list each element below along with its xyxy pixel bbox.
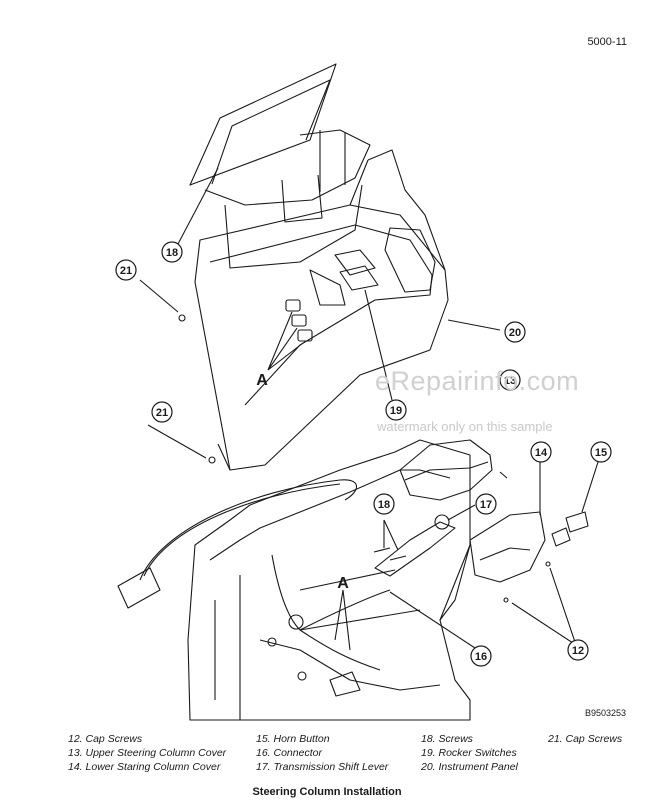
legend-item: 18. Screws (421, 733, 473, 745)
legend-column-2: 15. Horn Button 16. Connector 17. Transm… (256, 732, 388, 774)
callout-14: 14 (535, 447, 548, 459)
instrument-cover-lid (189, 63, 371, 269)
callout-18-top: 18 (166, 247, 178, 259)
callout-20: 20 (509, 327, 521, 339)
callout-19: 19 (390, 405, 402, 417)
callout-18-top-circle (161, 241, 183, 263)
callout-14-circle (530, 441, 552, 463)
letter-a-bottom: A (337, 575, 349, 592)
legend-item: 16. Connector (256, 747, 322, 759)
callout-17-circle (475, 493, 497, 515)
figure-caption: Steering Column Installation (252, 786, 402, 798)
callout-12: 12 (572, 645, 584, 657)
callout-13-circle (499, 369, 521, 391)
exploded-view-illustration: 18 21 21 20 19 13 14 15 18 17 16 12 A A (115, 63, 612, 721)
legend-column-3: 18. Screws 19. Rocker Switches 20. Instr… (421, 732, 518, 774)
callout-21-top: 21 (120, 265, 132, 277)
callout-21-bottom-circle (151, 401, 173, 423)
callout-circles (115, 241, 612, 667)
callout-21-bottom: 21 (156, 407, 168, 419)
wire-harness (117, 479, 391, 671)
callout-15-circle (590, 441, 612, 463)
watermark-note: watermark only on this sample (377, 419, 553, 434)
legend-item: 14. Lower Staring Column Cover (68, 761, 221, 773)
figure-code: B9503253 (584, 708, 626, 718)
legend-item: 13. Upper Steering Column Cover (68, 747, 227, 759)
panel-connectors (285, 299, 313, 342)
callout-20-circle (504, 321, 526, 343)
callout-12-circle (567, 639, 589, 661)
legend-item: 12. Cap Screws (68, 733, 143, 745)
lower-steering-column-cover (469, 511, 546, 583)
callout-17: 17 (480, 499, 492, 511)
legend-item: 17. Transmission Shift Lever (256, 761, 389, 773)
letter-a-top: A (256, 372, 268, 389)
callout-18-bottom: 18 (378, 499, 390, 511)
callout-18-bottom-circle (373, 493, 395, 515)
page-number: 5000-11 (587, 36, 627, 48)
legend-item: 21. Cap Screws (548, 733, 623, 745)
legend-column-4: 21. Cap Screws (548, 732, 622, 746)
legend-item: 20. Instrument Panel (421, 761, 518, 773)
watermark-site: eRepairinfo.com (375, 366, 580, 396)
legend-item: 19. Rocker Switches (421, 747, 517, 759)
upper-steering-column-cover (399, 439, 508, 501)
instrument-panel-body (194, 149, 449, 471)
callout-16-circle (470, 645, 492, 667)
callout-16: 16 (475, 651, 487, 663)
callout-21-top-circle (115, 259, 137, 281)
steering-column-support (187, 439, 471, 721)
legend-item: 15. Horn Button (256, 733, 330, 745)
callout-19-circle (385, 399, 407, 421)
legend-column-1: 12. Cap Screws 13. Upper Steering Column… (68, 732, 226, 774)
transmission-shift-lever (374, 504, 476, 577)
callout-15: 15 (595, 447, 607, 459)
horn-button (551, 461, 599, 547)
callout-13: 13 (504, 375, 516, 387)
